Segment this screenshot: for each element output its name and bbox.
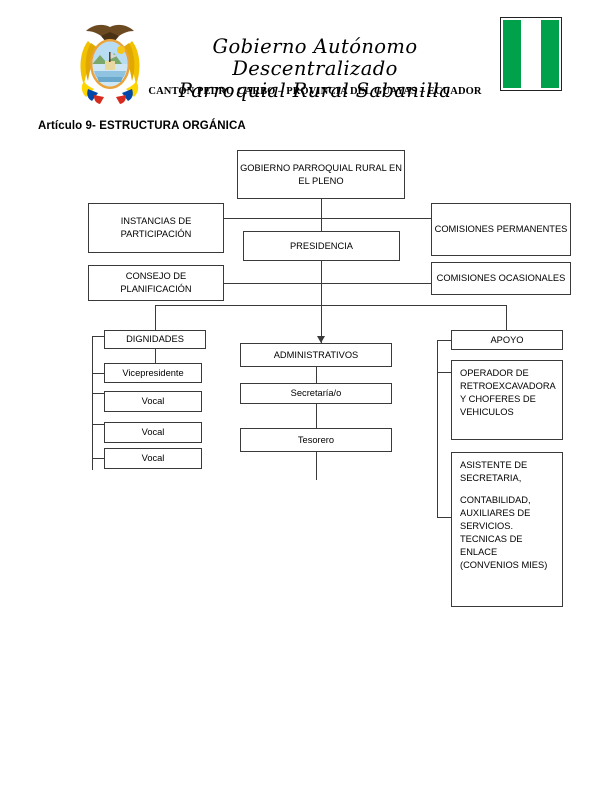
connector-stub-vocal-3	[92, 458, 104, 459]
node-comisiones-permanentes[interactable]: COMISIONES PERMANENTES	[431, 203, 571, 256]
node-gobierno-parroquial-pleno[interactable]: GOBIERNO PARROQUIAL RURAL EN EL PLENO	[237, 150, 405, 199]
node-label: Tesorero	[297, 434, 335, 445]
connector-stub-operador	[437, 372, 451, 373]
connector-trunk-main	[321, 199, 322, 343]
node-label: ADMINISTRATIVOS	[273, 349, 359, 360]
connector-stub-apoyo	[437, 340, 451, 341]
node-label: Vocal	[141, 453, 165, 463]
connector-stub-asistente	[437, 517, 451, 518]
connector-tier3-bar	[155, 305, 506, 306]
connector-tier2-lower	[224, 283, 432, 284]
node-label-line-2: CONTABILIDAD, AUXILIARES DE SERVICIOS. T…	[460, 495, 548, 570]
node-label: INSTANCIAS DE PARTICIPACIÓN	[120, 216, 192, 239]
node-label: Vicepresidente	[122, 367, 184, 378]
connector-stub-vicepresidente	[92, 373, 104, 374]
node-label: PRESIDENCIA	[289, 240, 354, 251]
node-operador-retroexcavadora[interactable]: OPERADOR DE RETROEXCAVADORA Y CHOFERES D…	[451, 360, 563, 440]
page-subtitle: CANTON PEDRO CARBO – PROVINCIA DEL GUAYA…	[148, 86, 482, 97]
node-label: Vocal	[141, 396, 165, 406]
connector-admin-column	[316, 367, 317, 480]
parish-flag-icon	[500, 17, 562, 91]
node-consejo-planificacion[interactable]: CONSEJO DE PLANIFICACIÓN	[88, 265, 224, 301]
section-heading: Artículo 9- ESTRUCTURA ORGÁNICA	[38, 120, 246, 132]
node-vocal-2[interactable]: Vocal	[104, 422, 202, 443]
node-label: COMISIONES OCASIONALES	[436, 273, 566, 283]
node-label: DIGNIDADES	[126, 334, 184, 344]
node-presidencia[interactable]: PRESIDENCIA	[243, 231, 400, 261]
connector-stub-dignidades	[92, 336, 104, 337]
node-label: GOBIERNO PARROQUIAL RURAL EN EL PLENO	[240, 162, 402, 186]
node-label: ASISTENTE DE SECRETARIA, CONTABILIDAD, A…	[460, 459, 556, 572]
connector-stub-vocal-2	[92, 424, 104, 425]
node-label: COMISIONES PERMANENTES	[434, 224, 568, 234]
page-title: Gobierno Autónomo Descentralizado Parroq…	[140, 36, 490, 102]
node-tesorero[interactable]: Tesorero	[240, 428, 392, 452]
node-instancias-participacion[interactable]: INSTANCIAS DE PARTICIPACIÓN	[88, 203, 224, 253]
title-line-1: Gobierno Autónomo Descentralizado	[212, 35, 418, 80]
node-vicepresidente[interactable]: Vicepresidente	[104, 363, 202, 383]
connector-arrow-administrativos	[317, 336, 325, 343]
node-label: Vocal	[141, 427, 165, 437]
node-label: OPERADOR DE RETROEXCAVADORA Y CHOFERES D…	[460, 368, 556, 417]
connector-tier3-left-drop	[155, 305, 156, 330]
ecuador-coat-of-arms-icon	[64, 17, 156, 109]
node-label: Secretaría/o	[290, 388, 342, 398]
connector-tier3-right-drop	[506, 305, 507, 330]
node-label-line-1: ASISTENTE DE SECRETARIA,	[460, 460, 528, 483]
node-comisiones-ocasionales[interactable]: COMISIONES OCASIONALES	[431, 262, 571, 295]
node-label: CONSEJO DE PLANIFICACIÓN	[120, 271, 192, 294]
node-secretaria[interactable]: Secretaría/o	[240, 383, 392, 404]
node-apoyo[interactable]: APOYO	[451, 330, 563, 350]
node-vocal-3[interactable]: Vocal	[104, 448, 202, 469]
connector-right-spine	[437, 340, 438, 518]
node-asistente-secretaria[interactable]: ASISTENTE DE SECRETARIA, CONTABILIDAD, A…	[451, 452, 563, 607]
connector-stub-vocal-1	[92, 393, 104, 394]
connector-dignidades-to-vice	[155, 348, 156, 363]
node-administrativos[interactable]: ADMINISTRATIVOS	[240, 343, 392, 367]
node-label: APOYO	[490, 334, 524, 345]
node-dignidades[interactable]: DIGNIDADES	[104, 330, 206, 349]
node-vocal-1[interactable]: Vocal	[104, 391, 202, 412]
title-line-2: Parroquial Rural Sabanilla	[178, 79, 452, 102]
connector-tier2-upper	[224, 218, 432, 219]
connector-left-spine	[92, 336, 93, 470]
